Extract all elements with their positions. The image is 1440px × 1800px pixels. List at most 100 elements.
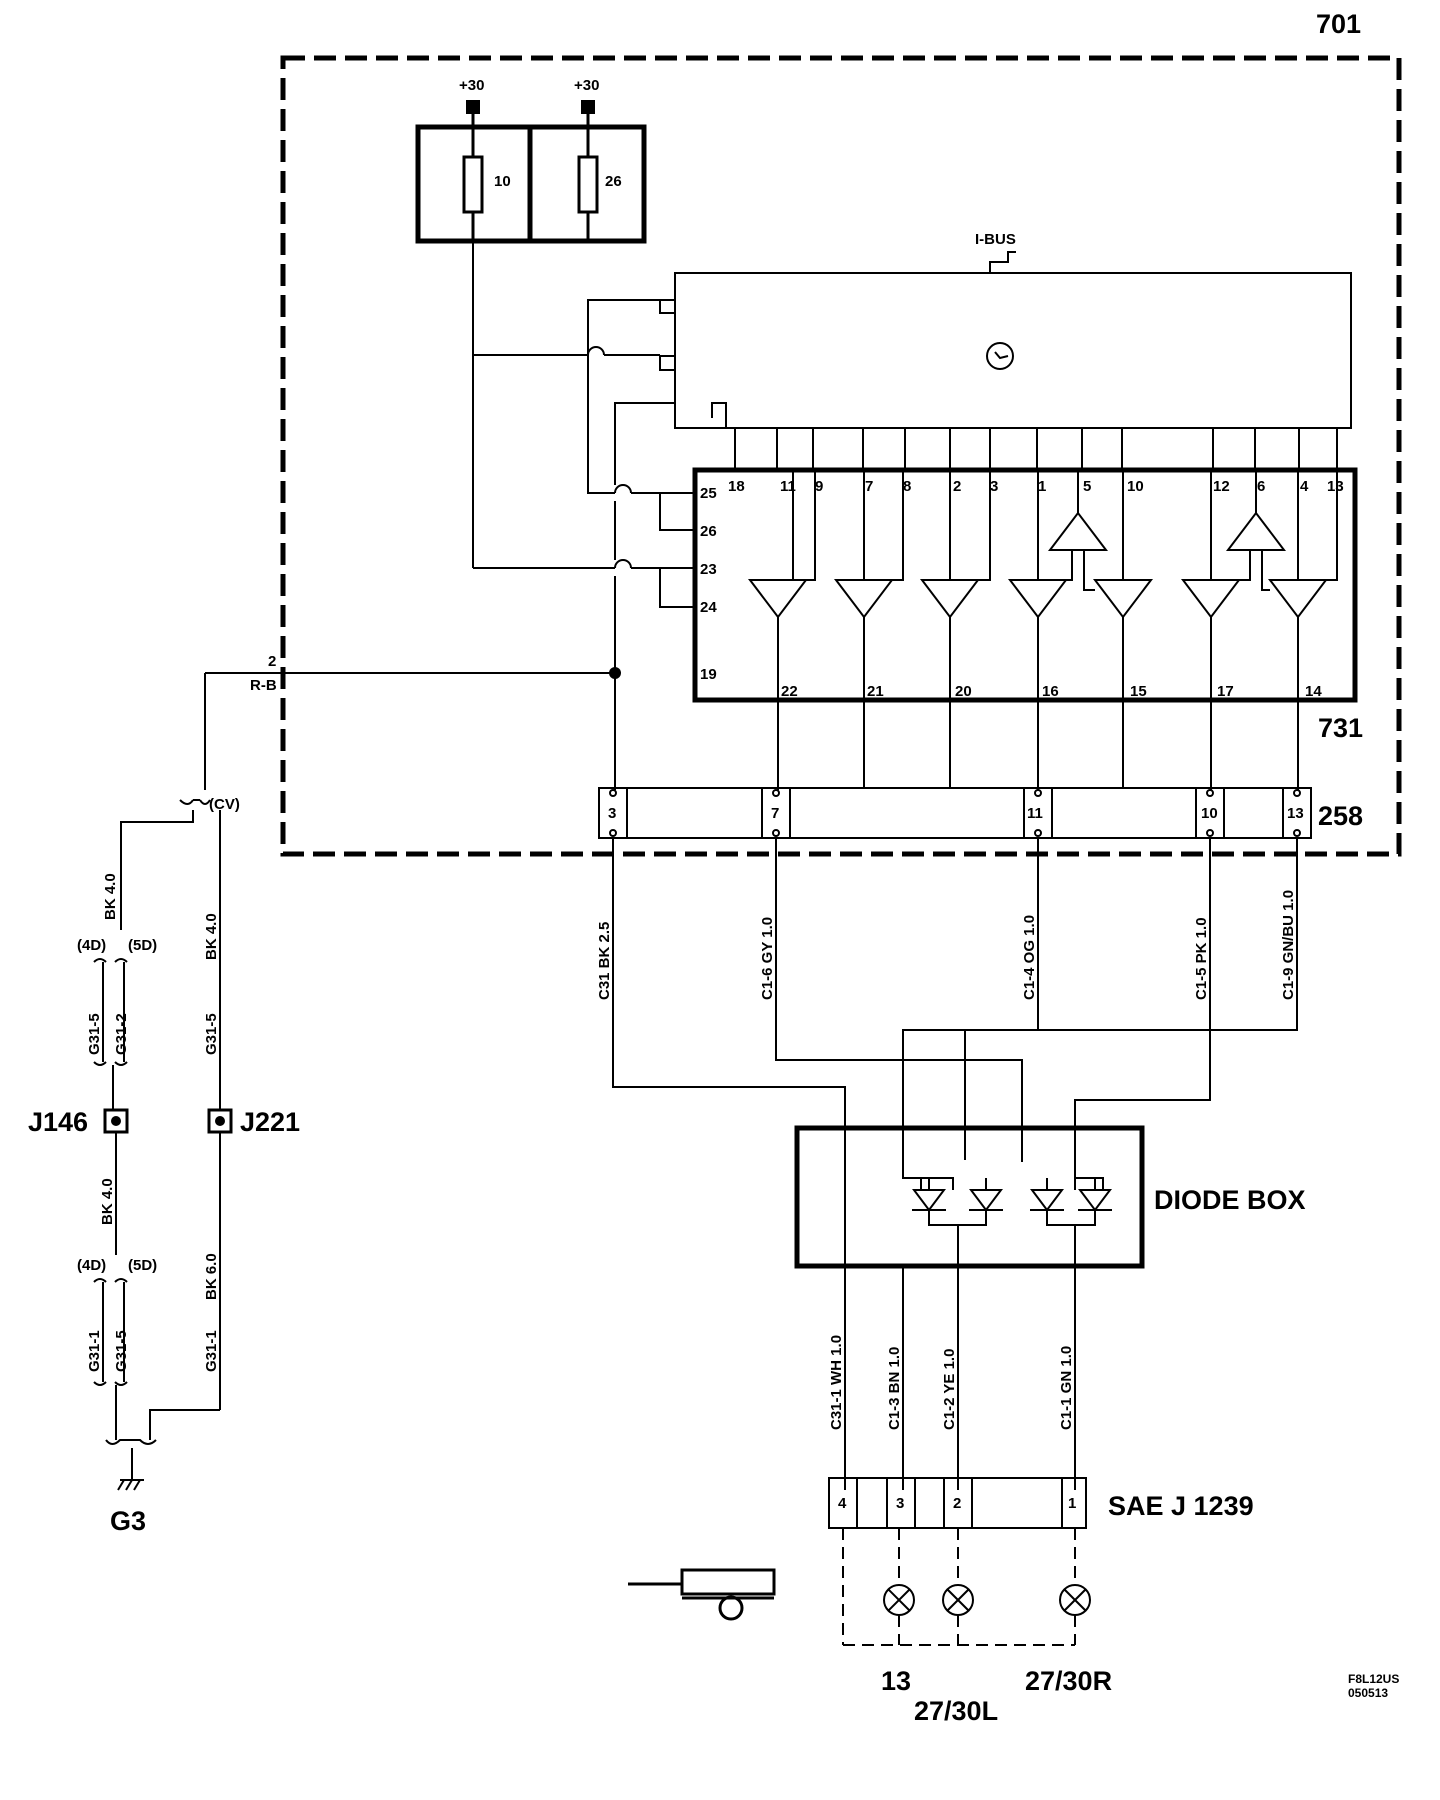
wire-label-c31-1: C31-1 WH 1.0 [828, 1335, 845, 1430]
wire-label-c1-5: C1-5 PK 1.0 [1193, 917, 1210, 1000]
driver-gate-22 [747, 470, 816, 700]
ic-pin-17: 17 [1217, 683, 1234, 700]
wire-bk40-right: BK 4.0 [203, 913, 220, 960]
ground-path: 2 R-B (CV) BK 4.0 BK 4.0 (4D) (5D) G31-5… [28, 653, 300, 1536]
ground-feed-color: R-B [250, 677, 277, 694]
diode-4 [1078, 1189, 1112, 1212]
pin-g31-1: G31-1 [86, 1330, 103, 1372]
fuse-number-a: 10 [494, 173, 511, 190]
driver-gate-15 [1092, 470, 1154, 700]
ic-pin-21: 21 [867, 683, 884, 700]
pin-g31-5: G31-5 [86, 1013, 103, 1055]
sae-j1239-connector: 4 3 2 1 SAE J 1239 [828, 1477, 1254, 1529]
diode-box-label: DIODE BOX [1154, 1185, 1306, 1215]
diode-2 [969, 1189, 1003, 1212]
trailer-lamps: 13 27/30L 27/30R [842, 1528, 1112, 1726]
pin-g31-5-right: G31-5 [203, 1013, 220, 1055]
lamp-label-27-30l: 27/30L [914, 1696, 998, 1726]
wire-bk40-mid: BK 4.0 [99, 1178, 116, 1225]
splice-j146-label: J146 [28, 1107, 88, 1137]
wire-label-c1-3: C1-3 BN 1.0 [886, 1347, 903, 1430]
ibus-label: I-BUS [975, 231, 1016, 248]
supply-terminal-a [466, 100, 480, 114]
wire-label-c1-1: C1-1 GN 1.0 [1058, 1346, 1075, 1430]
module-731-label: 731 [1318, 713, 1363, 743]
wire-label-c1-2: C1-2 YE 1.0 [941, 1349, 958, 1430]
internal-wiring [205, 241, 695, 790]
ic-pin-9: 9 [815, 478, 823, 495]
ic-pin-14: 14 [1305, 683, 1322, 700]
harness-to-trailer: C31-1 WH 1.0 C1-3 BN 1.0 C1-2 YE 1.0 C1-… [828, 1266, 1076, 1490]
sae-pin-3: 3 [896, 1495, 904, 1512]
ground-symbol [117, 1479, 144, 1491]
ic-pin-15: 15 [1130, 683, 1147, 700]
wire-bk60-mid: BK 6.0 [203, 1253, 220, 1300]
c258-pin-11: 11 [1027, 805, 1043, 822]
wire-label-c31: C31 BK 2.5 [596, 922, 613, 1000]
splice-j221-label: J221 [240, 1107, 300, 1137]
wire-label-c1-6: C1-6 GY 1.0 [759, 917, 776, 1000]
ic-pin-13: 13 [1327, 478, 1344, 495]
diode-1 [912, 1189, 946, 1212]
driver-gate-14 [1267, 470, 1338, 700]
wire-label-c1-9: C1-9 GN/BU 1.0 [1280, 890, 1297, 1000]
sae-pin-4: 4 [838, 1495, 847, 1512]
ic-pin-24: 24 [700, 599, 717, 616]
lamp-label-27-30r: 27/30R [1025, 1666, 1112, 1696]
pin-g31-5-b: G31-5 [113, 1330, 130, 1372]
sae-connector-label: SAE J 1239 [1108, 1491, 1254, 1521]
connector-258: 258 3 7 11 10 13 [598, 700, 1363, 839]
sae-pin-2: 2 [953, 1495, 961, 1512]
ground-g3-label: G3 [110, 1506, 146, 1536]
variant-5d-b: (5D) [128, 1257, 157, 1274]
wire-bk40-left: BK 4.0 [102, 873, 119, 920]
c258-pin-3: 3 [608, 805, 616, 822]
ic-pin-20: 20 [955, 683, 972, 700]
supply-label-a: +30 [459, 77, 484, 94]
ic-pin-19: 19 [700, 666, 717, 683]
junction-cv: (CV) [209, 796, 240, 813]
c258-pin-7: 7 [771, 805, 779, 822]
fuse-10 [462, 155, 484, 214]
ic-pin-22: 22 [781, 683, 798, 700]
fuse-26 [577, 155, 599, 214]
ic-pin-8: 8 [903, 478, 911, 495]
driver-gate-16 [1007, 470, 1109, 700]
figure-code: F8L12US [1348, 1672, 1399, 1686]
driver-gate-21 [833, 470, 904, 700]
ic-pin-3: 3 [990, 478, 998, 495]
sae-pin-1: 1 [1068, 1495, 1076, 1512]
control-unit: I-BUS [659, 231, 1352, 470]
ic-pin-2: 2 [953, 478, 961, 495]
ic-pin-26: 26 [700, 523, 717, 540]
ground-feed-pin: 2 [268, 653, 276, 670]
ic-pin-5: 5 [1083, 478, 1091, 495]
fuse-number-b: 26 [605, 173, 622, 190]
ic-pin-10: 10 [1127, 478, 1144, 495]
ic-pin-23: 23 [700, 561, 717, 578]
module-701-boundary [280, 55, 1402, 857]
connector-258-label: 258 [1318, 801, 1363, 831]
fuse-block: +30 10 +30 26 [415, 77, 647, 244]
driver-gate-17 [1180, 470, 1287, 700]
driver-gate-20 [919, 470, 991, 700]
c258-pin-13: 13 [1287, 805, 1304, 822]
variant-4d-b: (4D) [77, 1257, 106, 1274]
pin-g31-1-right: G31-1 [203, 1330, 220, 1372]
ic-pin-25: 25 [700, 485, 717, 502]
module-701-label: 701 [1316, 9, 1361, 39]
supply-label-b: +30 [574, 77, 599, 94]
ic-pin-7: 7 [865, 478, 873, 495]
diode-3 [1030, 1189, 1064, 1212]
lamp-13 [883, 1584, 915, 1616]
ic-pin-18: 18 [728, 478, 745, 495]
trailer-icon [628, 1568, 776, 1621]
lamp-27-30l [942, 1584, 974, 1616]
ic-pin-1: 1 [1038, 478, 1046, 495]
supply-terminal-b [581, 100, 595, 114]
ic-pin-16: 16 [1042, 683, 1059, 700]
clock-icon [986, 342, 1014, 370]
lamp-27-30r [1059, 1584, 1091, 1616]
c258-pin-10: 10 [1201, 805, 1218, 822]
